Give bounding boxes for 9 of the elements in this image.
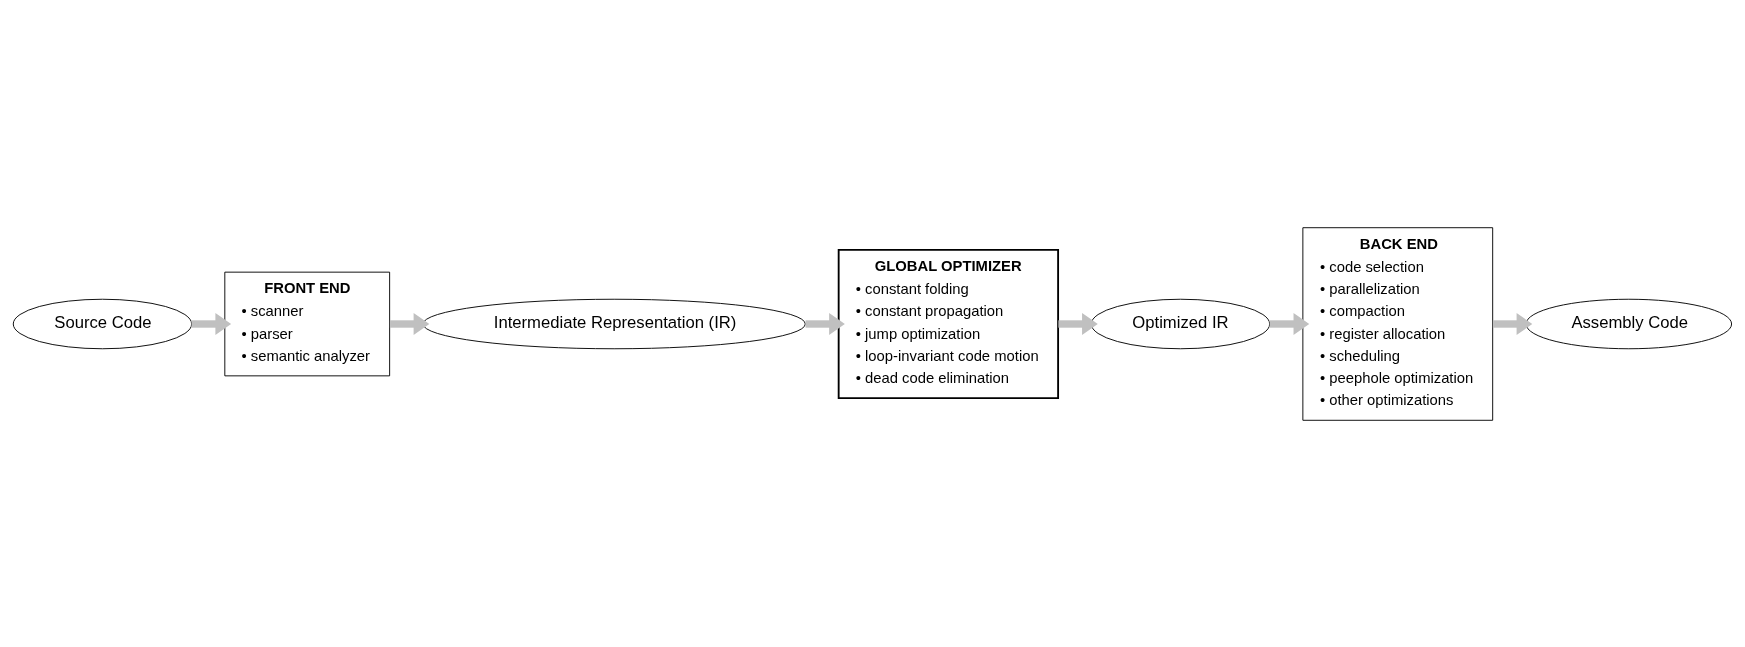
arrow — [1492, 312, 1533, 335]
node-ellipse: Source Code — [12, 298, 193, 349]
node-box: BACK END • code selection • parallelization • compaction • register allocation • scheduling • peephole optimization • other optimizations — [1302, 226, 1494, 421]
arrow — [389, 312, 430, 335]
node-ellipse: Optimized IR — [1090, 298, 1271, 349]
node-box: GLOBAL OPTIMIZER • constant folding • constant propagation • jump optimization • loop-invariant code motion • dead code elimination — [837, 248, 1060, 399]
node-ellipse: Assembly Code — [1525, 298, 1733, 349]
node-box: FRONT END • scanner • parser • semantic analyzer — [224, 271, 391, 376]
node-ellipse: Intermediate Representation (IR) — [422, 298, 806, 349]
